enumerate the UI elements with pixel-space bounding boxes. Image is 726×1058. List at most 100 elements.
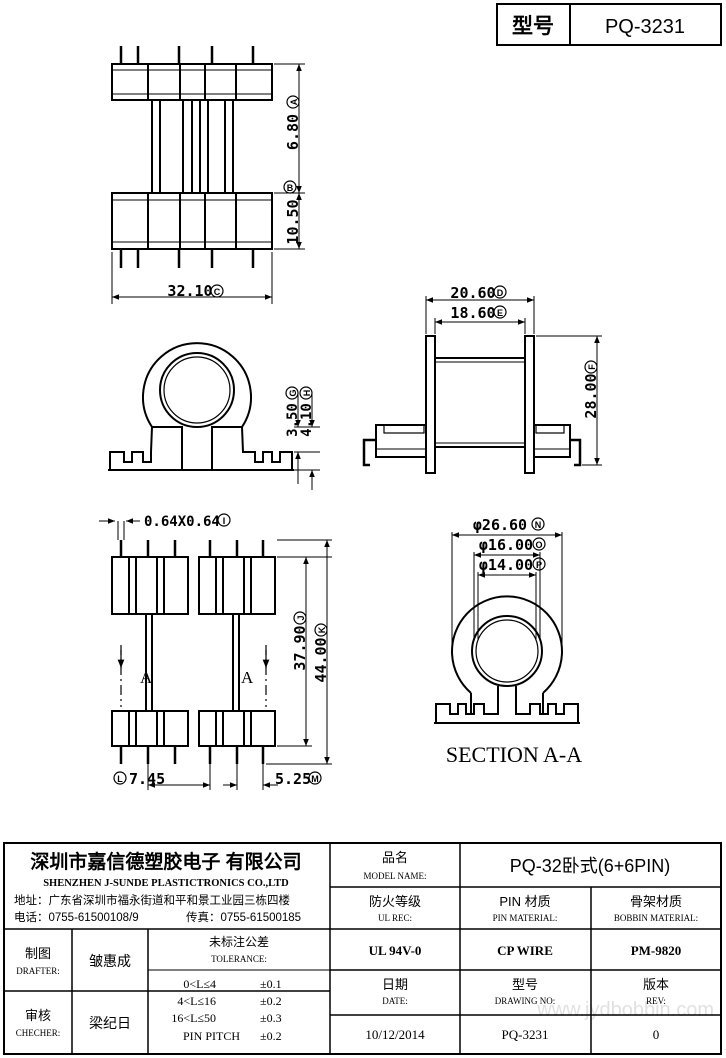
svg-text:L: L <box>117 774 123 784</box>
tolerance-label-en: TOLERANCE: <box>211 954 267 964</box>
svg-text:H: H <box>302 390 312 397</box>
svg-text:φ14.00: φ14.00 <box>479 556 533 574</box>
ul-rec-label-en: UL REC: <box>378 913 412 923</box>
checker-name: 梁纪日 <box>89 1015 131 1031</box>
dim-e: 18.60 E <box>450 304 507 322</box>
section-cut-lines <box>117 645 270 707</box>
dim-d: 20.60 D <box>450 284 507 302</box>
svg-text:6.80: 6.80 <box>284 114 302 150</box>
svg-text:4.10: 4.10 <box>299 403 315 437</box>
svg-text:7.45: 7.45 <box>129 770 165 788</box>
drawing-no-value: PQ-3231 <box>502 1027 549 1042</box>
model-number: PQ-3231 <box>605 16 685 38</box>
svg-text:E: E <box>497 308 503 318</box>
drawing-no-label-en: DRAWING NO: <box>495 996 556 1006</box>
bobbin-material-value: PM-9820 <box>631 943 682 958</box>
tolerance-range: 0<L≤4 <box>183 977 216 991</box>
dim-lines-view5 <box>451 532 563 650</box>
tolerance-range: PIN PITCH <box>183 1029 240 1043</box>
dim-c: 32.10 C <box>167 282 224 300</box>
dim-l: L 7.45 <box>113 770 165 788</box>
svg-text:20.60: 20.60 <box>450 284 495 302</box>
svg-text:K: K <box>317 626 327 633</box>
drafter-label-en: DRAFTER: <box>16 966 60 976</box>
drawing-no-label-cn: 型号 <box>512 977 538 992</box>
section-a-a-view <box>434 595 580 724</box>
svg-text:B: B <box>287 183 294 193</box>
svg-text:18.60: 18.60 <box>450 304 495 322</box>
svg-text:F: F <box>587 364 597 370</box>
tolerance-value: ±0.2 <box>260 1029 282 1043</box>
svg-text:P: P <box>536 560 542 570</box>
section-marker-right: A <box>241 668 254 687</box>
tolerance-range: 16<L≤50 <box>171 1011 216 1025</box>
watermark: www.jydbobbin.com <box>536 999 714 1021</box>
product-name: PQ-32卧式(6+6PIN) <box>510 856 671 876</box>
svg-text:I: I <box>223 516 226 526</box>
company-tel: 电话：0755-61500108/9 <box>14 911 139 924</box>
svg-text:28.00: 28.00 <box>582 373 600 418</box>
section-marker-left: A <box>140 668 153 687</box>
dim-f: 28.00 F <box>582 360 600 419</box>
pin-material-label-cn: PIN 材质 <box>499 894 550 909</box>
dim-k: 44.00 K <box>312 623 330 683</box>
section-title: SECTION A-A <box>446 742 582 767</box>
rev-value: 0 <box>653 1027 660 1042</box>
date-value: 10/12/2014 <box>365 1027 425 1042</box>
svg-text:J: J <box>296 615 306 620</box>
tolerance-value: ±0.2 <box>260 994 282 1008</box>
svg-text:φ16.00: φ16.00 <box>479 536 533 554</box>
rev-label-cn: 版本 <box>643 977 669 992</box>
svg-text:M: M <box>311 774 319 784</box>
checker-label-cn: 审核 <box>25 1008 51 1023</box>
svg-text:0.64X0.64: 0.64X0.64 <box>144 514 220 530</box>
drafter-label-cn: 制图 <box>25 946 51 961</box>
product-name-label-en: MODEL NAME: <box>364 871 427 881</box>
dim-h: 4.10 H <box>299 386 315 437</box>
dim-b-marker: B <box>283 180 297 194</box>
dim-o: φ16.00 O <box>479 536 546 554</box>
top-view-bottom-left <box>111 540 276 764</box>
dim-lines-view3 <box>425 296 602 466</box>
type-label: 型号 <box>512 15 554 38</box>
dim-m: 5.25 M <box>275 770 322 788</box>
dim-i: 0.64X0.64 I <box>144 513 231 530</box>
svg-text:3.50: 3.50 <box>285 403 301 437</box>
date-label-cn: 日期 <box>382 977 408 992</box>
svg-text:G: G <box>288 389 298 396</box>
company-fax: 传真：0755-61500185 <box>186 910 301 924</box>
dim-lines-view2 <box>294 395 320 490</box>
bobbin-material-label-cn: 骨架材质 <box>630 894 682 909</box>
dim-p: φ14.00 P <box>479 556 546 574</box>
ul-rec-value: UL 94V-0 <box>369 943 422 958</box>
dim-n: φ26.60 N <box>473 516 545 534</box>
company-address: 地址：广东省深圳市福永街道和平和景工业园三栋四楼 <box>14 893 290 907</box>
dim-b: 10.50 <box>284 199 302 244</box>
svg-text:10.50: 10.50 <box>284 199 302 244</box>
title-block-grid <box>3 842 722 1055</box>
svg-text:φ26.60: φ26.60 <box>473 516 527 534</box>
tolerance-value: ±0.1 <box>260 977 282 991</box>
bobbin-material-label-en: BOBBIN MATERIAL: <box>614 913 698 923</box>
date-label-en: DATE: <box>382 996 408 1006</box>
tolerance-range: 4<L≤16 <box>177 994 216 1008</box>
checker-label-en: CHECHER: <box>16 1028 61 1038</box>
svg-text:N: N <box>535 520 542 530</box>
company-name-cn: 深圳市嘉信德塑胶电子 有限公司 <box>30 850 301 873</box>
front-view-middle-right <box>362 335 582 474</box>
svg-text:32.10: 32.10 <box>167 282 212 300</box>
svg-text:37.90: 37.90 <box>291 625 309 670</box>
tolerance-label-cn: 未标注公差 <box>209 934 269 949</box>
svg-text:5.25: 5.25 <box>275 770 311 788</box>
ul-rec-label-cn: 防火等级 <box>369 894 421 909</box>
pin-material-value: CP WIRE <box>497 943 553 958</box>
product-name-label-cn: 品名 <box>382 850 408 865</box>
tolerance-table: 0<L≤4 ±0.1 4<L≤16 ±0.2 16<L≤50 ±0.3 PIN … <box>171 977 281 1043</box>
svg-text:A: A <box>289 98 299 105</box>
svg-text:D: D <box>497 288 504 298</box>
end-view-middle-left <box>108 342 294 471</box>
svg-text:C: C <box>214 287 221 297</box>
svg-text:44.00: 44.00 <box>312 637 330 682</box>
svg-text:O: O <box>535 540 542 550</box>
